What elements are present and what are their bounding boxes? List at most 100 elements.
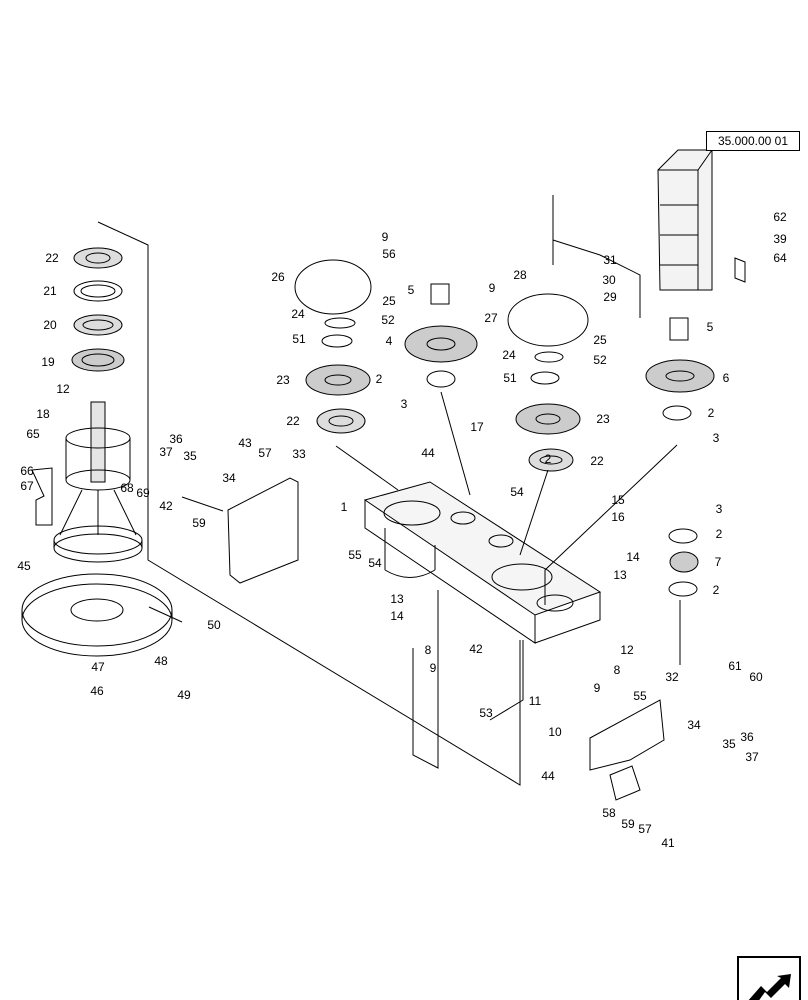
callout-label: 15 [611,493,625,507]
callout-label: 14 [626,550,640,564]
callout-label: 42 [469,642,483,656]
callout-label: 41 [661,836,675,850]
callout-label: 36 [169,432,183,446]
callout-label: 3 [715,502,723,516]
callout-label: 27 [484,311,498,325]
callout-label: 48 [154,654,168,668]
callout-label: 43 [238,436,252,450]
callout-label: 25 [593,333,607,347]
callout-label: 3 [400,397,408,411]
callout-label: 37 [745,750,759,764]
callout-label: 35 [183,449,197,463]
callout-label: 62 [773,210,787,224]
callout-label: 50 [207,618,221,632]
callout-label: 14 [390,609,404,623]
spindle-assembly [31,247,143,563]
callout-label: 9 [488,281,496,295]
callout-label: 33 [292,447,306,461]
callout-label: 29 [603,290,617,304]
callout-label: 6 [722,371,730,385]
callout-label: 5 [407,283,415,297]
callout-label: 8 [424,643,432,657]
callout-label: 13 [613,568,627,582]
callout-label: 9 [429,661,437,675]
callout-label: 2 [712,583,720,597]
callout-label: 5 [706,320,714,334]
callout-label: 34 [222,471,236,485]
callout-label: 57 [638,822,652,836]
callout-label: 31 [603,253,617,267]
callout-label: 68 [120,481,134,495]
callout-label: 46 [90,684,104,698]
callout-label: 51 [503,371,517,385]
callout-label: 2 [707,406,715,420]
callout-label: 52 [593,353,607,367]
leader-lines [181,139,721,769]
callout-label: 24 [291,307,305,321]
callout-label: 28 [513,268,527,282]
callout-label: 61 [728,659,742,673]
arrow-nav-icon[interactable] [737,956,801,1000]
callout-label: 59 [192,516,206,530]
callout-label: 56 [382,247,396,261]
callout-label: 3 [712,431,720,445]
callout-label: 25 [382,294,396,308]
callout-label: 30 [602,273,616,287]
callout-label: 42 [159,499,173,513]
callout-label: 44 [421,446,435,460]
gears-and-bearings [294,259,715,597]
callout-label: 8 [613,663,621,677]
brackets [227,477,665,801]
callout-label: 11 [528,694,542,708]
callout-label: 39 [773,232,787,246]
callout-label: 36 [740,730,754,744]
callout-label: 53 [479,706,493,720]
callout-label: 66 [20,464,34,478]
callout-label: 9 [381,230,389,244]
leader-lines-left [97,221,521,786]
callout-label: 54 [368,556,382,570]
callout-label: 55 [348,548,362,562]
callout-label: 59 [621,817,635,831]
callout-label: 51 [292,332,306,346]
callout-label: 22 [590,454,604,468]
callout-label: 55 [633,689,647,703]
callout-label: 4 [385,334,393,348]
callout-label: 57 [258,446,272,460]
callout-label: 17 [470,420,484,434]
callout-label: 18 [36,407,50,421]
disc-plate [21,573,173,657]
callout-label: 60 [749,670,763,684]
callout-label: 52 [381,313,395,327]
callout-label: 49 [177,688,191,702]
callout-label: 21 [43,284,57,298]
callout-label: 37 [159,445,173,459]
callout-label: 22 [286,414,300,428]
callout-label: 47 [91,660,105,674]
callout-label: 2 [375,372,383,386]
callout-label: 69 [136,486,150,500]
callout-label: 58 [602,806,616,820]
callout-label: 13 [390,592,404,606]
callout-label: 23 [596,412,610,426]
reference-code-box: 35.000.00 01 [706,131,800,151]
gearbox-housing [363,481,602,644]
callout-label: 9 [593,681,601,695]
callout-label: 26 [271,270,285,284]
callout-label: 1 [340,500,348,514]
callout-label: 10 [548,725,562,739]
hydraulic-motor [657,149,746,291]
callout-label: 20 [43,318,57,332]
callout-label: 12 [56,382,70,396]
callout-label: 19 [41,355,55,369]
callout-label: 67 [20,479,34,493]
callout-label: 35 [722,737,736,751]
callout-label: 2 [544,452,552,466]
callout-label: 12 [620,643,634,657]
callout-label: 16 [611,510,625,524]
callout-label: 32 [665,670,679,684]
callout-label: 54 [510,485,524,499]
callout-label: 45 [17,559,31,573]
